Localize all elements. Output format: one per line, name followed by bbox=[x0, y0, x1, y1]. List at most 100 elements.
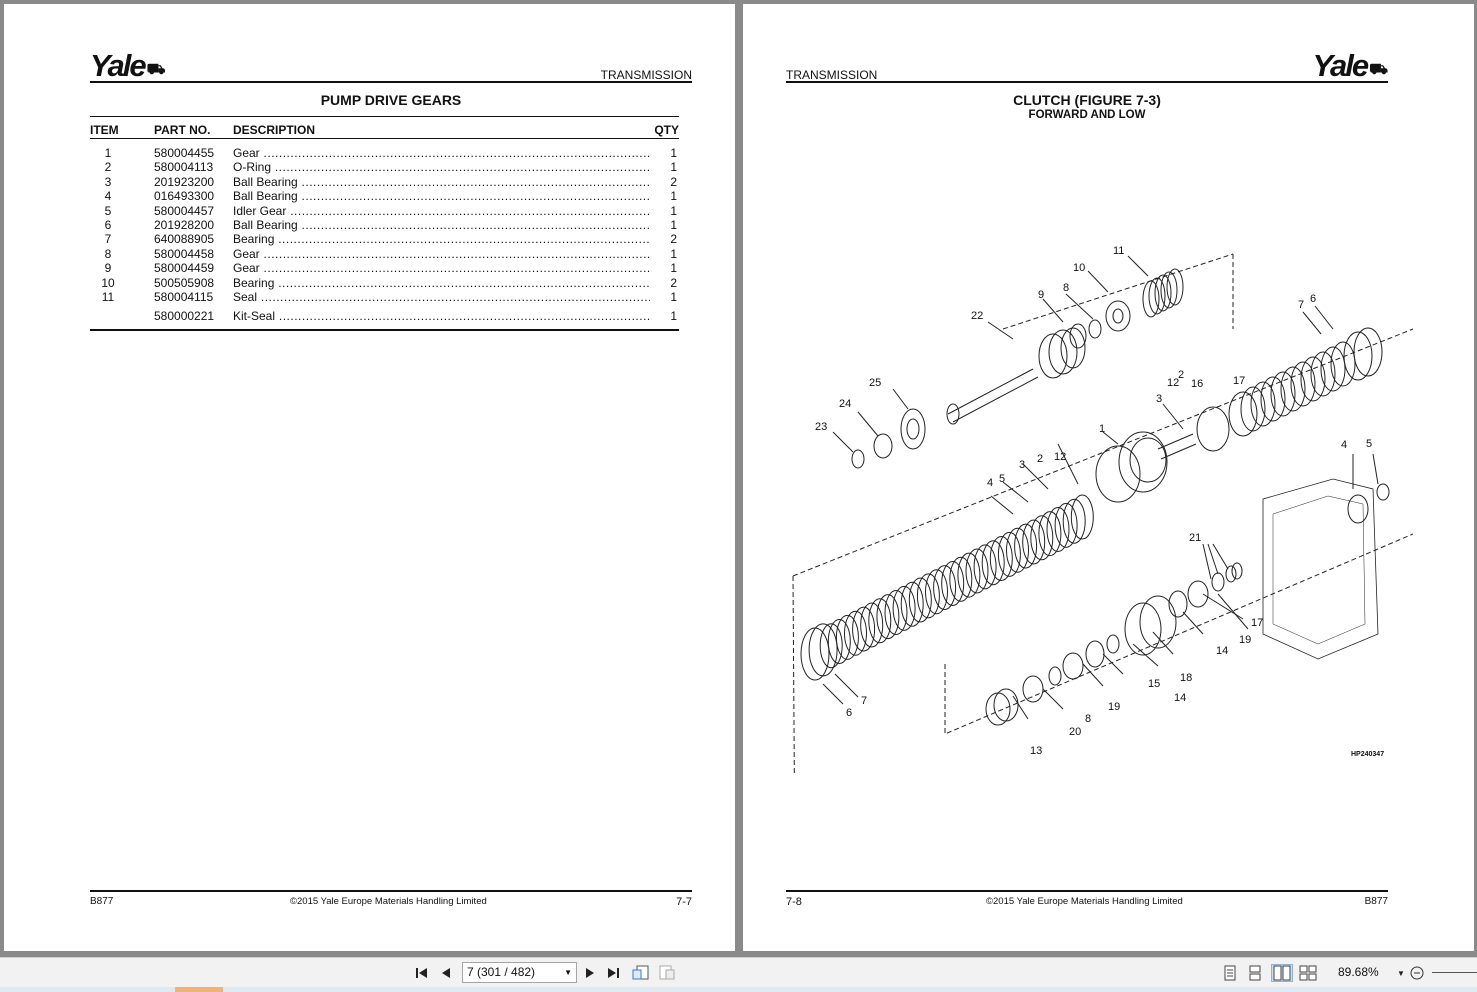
callout-24: 24 bbox=[839, 398, 851, 410]
facing-pages-view-icon[interactable] bbox=[1271, 964, 1293, 982]
callout-19: 19 bbox=[1239, 634, 1251, 646]
lower-shaft-assembly bbox=[985, 562, 1243, 726]
callout-10: 10 bbox=[1073, 262, 1085, 274]
cell-part-no: 580004457 bbox=[154, 203, 215, 218]
section-title: TRANSMISSION bbox=[600, 68, 692, 82]
callout-5: 5 bbox=[1366, 438, 1372, 450]
table-row: 9580004459Gear1 bbox=[90, 261, 679, 275]
callout-8: 8 bbox=[1085, 713, 1091, 725]
callout-2: 2 bbox=[1037, 453, 1043, 465]
last-page-icon[interactable] bbox=[604, 964, 622, 982]
cell-part-no: 580004115 bbox=[154, 289, 214, 304]
clutch-disc bbox=[827, 619, 851, 665]
page-7-8: TRANSMISSION Yale⛟ CLUTCH (FIGURE 7-3) F… bbox=[743, 4, 1474, 951]
clutch-disc bbox=[800, 627, 830, 681]
footer-doc-code: B877 bbox=[1364, 896, 1388, 907]
cell-part-no: 580000221 bbox=[154, 309, 215, 324]
cell-qty: 1 bbox=[670, 261, 677, 276]
cell-qty: 1 bbox=[670, 146, 677, 160]
footer-copyright: ©2015 Yale Europe Materials Handling Lim… bbox=[986, 896, 1183, 907]
forklift-icon: ⛟ bbox=[1369, 61, 1388, 78]
callout-19: 19 bbox=[1108, 701, 1120, 713]
figure-subtitle: FORWARD AND LOW bbox=[1028, 109, 1146, 121]
upper-shaft-assembly bbox=[851, 268, 1184, 469]
next-view-icon[interactable] bbox=[657, 964, 677, 982]
cell-item: 2 bbox=[104, 160, 112, 175]
cell-item: 9 bbox=[104, 261, 112, 276]
callout-17: 17 bbox=[1251, 617, 1263, 629]
cell-part-no: 201928200 bbox=[154, 217, 215, 232]
upper-clutch-pack bbox=[1196, 327, 1383, 452]
callout-23: 23 bbox=[815, 421, 827, 433]
cell-item: 7 bbox=[104, 232, 112, 247]
cell-item: 1 bbox=[104, 146, 112, 160]
document-viewport[interactable]: Yale⛟ TRANSMISSION PUMP DRIVE GEARS ITEM… bbox=[0, 0, 1477, 957]
clutch-disc bbox=[808, 623, 838, 677]
section-title: TRANSMISSION bbox=[786, 68, 878, 82]
table-row: 1580004455Gear1 bbox=[90, 146, 679, 160]
cell-description: Gear bbox=[233, 146, 650, 160]
cell-part-no: 580004459 bbox=[154, 261, 215, 276]
status-strip-highlight bbox=[175, 987, 223, 992]
clutch-disc bbox=[1062, 498, 1086, 544]
header-rule bbox=[90, 81, 692, 83]
table-row: 7640088905Bearing2 bbox=[90, 232, 679, 246]
clutch-disc bbox=[941, 560, 965, 606]
table-row-kit: 580000221 Kit-Seal 1 bbox=[90, 309, 679, 323]
callout-22: 22 bbox=[971, 310, 983, 322]
continuous-facing-view-icon[interactable] bbox=[1298, 964, 1318, 982]
cell-part-no: 201923200 bbox=[154, 174, 215, 189]
diagram-envelope bbox=[792, 328, 1413, 774]
cell-description: Bearing bbox=[233, 276, 650, 290]
transmission-housing bbox=[1262, 478, 1390, 660]
callout-13: 13 bbox=[1030, 745, 1042, 757]
clutch-disc bbox=[981, 540, 1005, 586]
cell-qty: 1 bbox=[670, 309, 677, 324]
clutch-disc bbox=[965, 548, 989, 594]
zoom-dropdown-icon[interactable]: ▼ bbox=[1397, 968, 1405, 978]
continuous-view-icon[interactable] bbox=[1246, 964, 1264, 982]
single-page-view-icon[interactable] bbox=[1221, 964, 1239, 982]
previous-page-icon[interactable] bbox=[437, 964, 455, 982]
cell-qty: 2 bbox=[670, 174, 677, 189]
previous-view-icon[interactable] bbox=[631, 964, 651, 982]
clutch-disc bbox=[997, 531, 1021, 577]
table-top-rule bbox=[90, 116, 679, 117]
zoom-level[interactable]: 89.68% bbox=[1338, 965, 1379, 979]
forklift-icon: ⛟ bbox=[146, 61, 166, 78]
clutch-disc bbox=[852, 606, 876, 652]
viewer-toolbar: 7 (301 / 482) ▼ 89.68% ▼ bbox=[0, 957, 1477, 987]
clutch-disc bbox=[1070, 494, 1094, 540]
page-selector[interactable]: 7 (301 / 482) ▼ bbox=[462, 962, 577, 983]
col-item: ITEM bbox=[90, 123, 119, 137]
cell-item: 6 bbox=[104, 217, 112, 232]
clutch-hub bbox=[1095, 431, 1197, 503]
cell-item: 10 bbox=[101, 275, 115, 290]
zoom-out-icon[interactable] bbox=[1408, 964, 1426, 982]
clutch-exploded-diagram: 1110982225242367453212116171223542117191… bbox=[792, 245, 1413, 774]
clutch-disc bbox=[957, 552, 981, 598]
cell-item: 5 bbox=[104, 203, 112, 218]
col-part-no: PART NO. bbox=[154, 123, 211, 137]
zoom-slider[interactable] bbox=[1432, 972, 1477, 973]
callout-2: 2 bbox=[1178, 369, 1184, 381]
first-page-icon[interactable] bbox=[413, 964, 431, 982]
callout-1: 1 bbox=[1099, 423, 1105, 435]
footer-doc-code: B877 bbox=[90, 896, 114, 907]
table-row: 11580004115Seal1 bbox=[90, 290, 679, 304]
callout-5: 5 bbox=[999, 473, 1005, 485]
cell-description: Ball Bearing bbox=[233, 175, 650, 189]
col-description: DESCRIPTION bbox=[233, 123, 316, 137]
clutch-disc bbox=[884, 590, 908, 635]
page-title: PUMP DRIVE GEARS bbox=[320, 92, 462, 108]
lower-clutch-pack bbox=[800, 494, 1094, 681]
clutch-disc bbox=[916, 573, 940, 619]
status-strip bbox=[0, 987, 1477, 992]
clutch-disc bbox=[1014, 523, 1038, 569]
next-page-icon[interactable] bbox=[581, 964, 599, 982]
col-qty: QTY bbox=[654, 123, 679, 137]
